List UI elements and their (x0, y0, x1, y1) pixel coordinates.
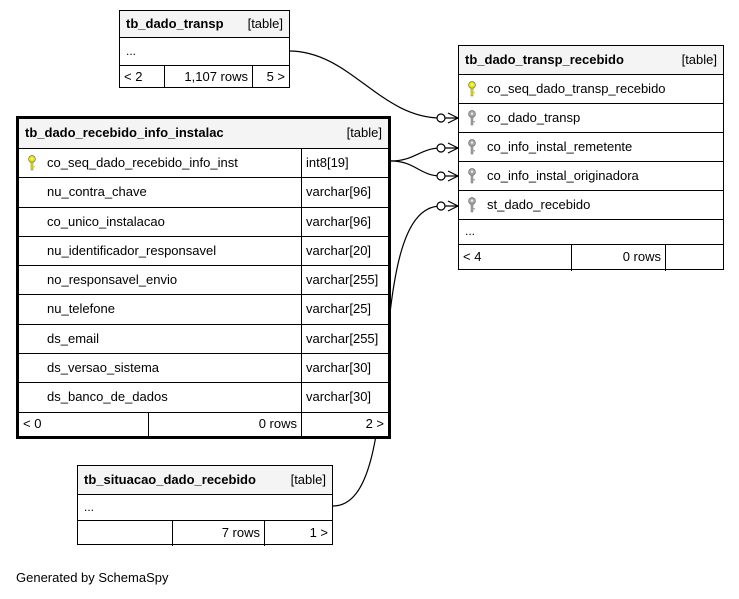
optional-marker (436, 143, 446, 153)
table-row: co_info_instal_remetente (459, 133, 723, 162)
column-name: co_seq_dado_recebido_info_inst (47, 155, 238, 170)
foreign-key-icon (467, 197, 477, 213)
table-name: tb_dado_transp_recebido (465, 52, 624, 67)
column-name: co_info_instal_remetente (487, 139, 633, 154)
column-name: co_seq_dado_transp_recebido (487, 81, 666, 96)
column-type: int8[19] (301, 149, 349, 178)
table-row: ds_versao_sistema varchar[30] (19, 354, 388, 384)
columns-ellipsis: ... (78, 495, 332, 521)
link-transp-to-recebido (288, 50, 442, 119)
column-name: st_dado_recebido (487, 197, 591, 212)
footer-children: 1 > (309, 525, 328, 540)
table-name: tb_dado_recebido_info_instalac (25, 125, 224, 140)
footer-children: 5 > (266, 69, 285, 84)
table-footer: < 2 1,107 rows 5 > (120, 66, 289, 88)
column-name: nu_identificador_responsavel (47, 242, 217, 258)
link-info-to-remetente (390, 147, 442, 162)
table-tb-dado-transp-recebido[interactable]: tb_dado_transp_recebido [table] co_seq_d… (458, 45, 724, 271)
column-name: ds_email (47, 330, 100, 346)
ellipsis-text: ... (126, 44, 137, 58)
column-type: varchar[30] (301, 383, 371, 412)
primary-key-icon (467, 81, 477, 97)
column-name: co_dado_transp (487, 110, 581, 125)
column-type: varchar[96] (301, 207, 371, 236)
column-name: no_responsavel_envio (47, 272, 178, 288)
column-name: ds_versao_sistema (47, 360, 159, 376)
table-tb-situacao-dado-recebido[interactable]: tb_situacao_dado_recebido [table] ... 7 … (77, 465, 333, 546)
ellipsis-text: ... (465, 224, 476, 238)
table-row: nu_telefone varchar[25] (19, 295, 388, 325)
footer-children: 2 > (365, 415, 384, 431)
optional-marker (436, 113, 446, 123)
columns-ellipsis: ... (459, 220, 723, 245)
foreign-key-icon (467, 139, 477, 155)
table-footer: < 0 0 rows 2 > (19, 412, 388, 437)
table-row: co_info_instal_originadora (459, 162, 723, 191)
table-row: nu_identificador_responsavel varchar[20] (19, 236, 388, 267)
table-row: co_seq_dado_recebido_info_inst int8[19] (19, 149, 388, 179)
table-header: tb_dado_recebido_info_instalac [table] (19, 119, 388, 149)
column-type: varchar[25] (301, 295, 371, 324)
table-row: st_dado_recebido (459, 191, 723, 220)
footer-parents: < 4 (463, 249, 482, 264)
footer-rows: 7 rows (221, 525, 260, 540)
table-kind: [table] (346, 125, 382, 140)
column-name: nu_contra_chave (47, 184, 147, 200)
table-header: tb_dado_transp [table] (120, 11, 289, 38)
column-type: varchar[96] (301, 178, 371, 207)
table-row: co_unico_instalacao varchar[96] (19, 207, 388, 237)
link-info-to-originadora (390, 160, 442, 177)
table-name: tb_dado_transp (126, 16, 224, 31)
footer-rows: 0 rows (258, 415, 297, 431)
table-footer: < 4 0 rows (459, 245, 723, 271)
footer-parents: < 2 (124, 69, 143, 84)
table-tb-dado-recebido-info-instalac[interactable]: tb_dado_recebido_info_instalac [table] c… (16, 116, 391, 439)
table-row: nu_contra_chave varchar[96] (19, 178, 388, 208)
table-kind: [table] (247, 16, 283, 31)
column-type: varchar[255] (301, 324, 378, 354)
columns-ellipsis: ... (120, 38, 289, 66)
table-header: tb_dado_transp_recebido [table] (459, 46, 723, 75)
ellipsis-text: ... (84, 500, 95, 514)
footer-parents: < 0 (23, 415, 42, 431)
table-tb-dado-transp[interactable]: tb_dado_transp [table] ... < 2 1,107 row… (119, 10, 290, 88)
foreign-key-icon (467, 168, 477, 184)
optional-marker (436, 201, 446, 211)
table-kind: [table] (681, 52, 717, 67)
footer-rows: 0 rows (622, 249, 661, 264)
table-row: no_responsavel_envio varchar[255] (19, 266, 388, 296)
column-name: co_info_instal_originadora (487, 168, 639, 183)
table-header: tb_situacao_dado_recebido [table] (78, 466, 332, 495)
primary-key-icon (27, 155, 37, 171)
optional-marker (436, 171, 446, 181)
generated-by-credit: Generated by SchemaSpy (16, 570, 169, 585)
column-name: nu_telefone (47, 301, 115, 317)
table-row: co_dado_transp (459, 104, 723, 133)
table-kind: [table] (290, 472, 326, 487)
table-row: co_seq_dado_transp_recebido (459, 75, 723, 104)
footer-rows: 1,107 rows (184, 69, 248, 84)
column-type: varchar[20] (301, 236, 371, 266)
foreign-key-icon (467, 110, 477, 126)
column-type: varchar[30] (301, 354, 371, 383)
table-row: ds_email varchar[255] (19, 324, 388, 355)
table-name: tb_situacao_dado_recebido (84, 472, 256, 487)
table-footer: 7 rows 1 > (78, 521, 332, 546)
column-type: varchar[255] (301, 266, 378, 295)
table-row: ds_banco_de_dados varchar[30] (19, 383, 388, 413)
column-name: co_unico_instalacao (47, 213, 165, 229)
column-name: ds_banco_de_dados (47, 389, 168, 405)
